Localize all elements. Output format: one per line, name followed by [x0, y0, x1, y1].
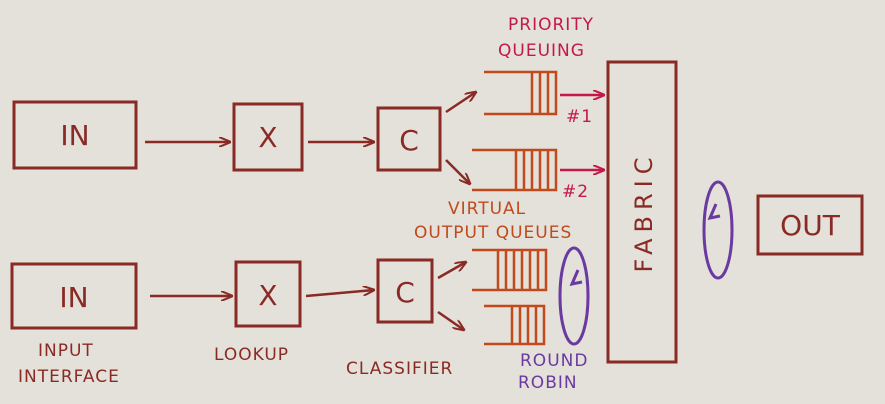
in-box-top-label: IN [60, 119, 89, 152]
priority-queue-1 [484, 70, 558, 116]
in-box-bottom-label: IN [59, 281, 88, 314]
classifier-box-bottom [376, 258, 434, 324]
fabric-label: FABRIC [630, 152, 658, 273]
arrow-classifier-to-voq2 [437, 310, 464, 330]
lookup-box-top-label: X [258, 121, 277, 154]
lookup-box-top [232, 102, 304, 172]
arrow-lookup-to-classifier-bottom [305, 290, 374, 298]
in-box-top [12, 100, 138, 170]
classifier-label: CLASSIFIER [346, 359, 453, 379]
round-robin-icon-right [702, 180, 734, 280]
round-robin-icon-left [558, 246, 590, 346]
queue1-label: #1 [566, 107, 593, 127]
lookup-box-bottom [234, 260, 302, 328]
classifier-box-top [376, 106, 442, 172]
arrow-classifier-to-queue2 [445, 159, 470, 184]
round-robin-label-line2: ROBIN [518, 373, 578, 393]
classifier-box-top-label: C [399, 124, 419, 157]
queue2-label: #2 [562, 182, 589, 202]
classifier-box-bottom-label: C [395, 276, 415, 309]
out-box-label: OUT [780, 209, 841, 242]
voq-label-line1: VIRTUAL [448, 199, 526, 219]
voq-label-line2: OUTPUT QUEUES [414, 223, 572, 243]
lookup-box-bottom-label: X [258, 279, 277, 312]
round-robin-label-line1: ROUND [520, 351, 588, 371]
in-box-bottom [10, 262, 138, 330]
virtual-output-queue-1 [472, 248, 548, 292]
out-box [756, 194, 864, 256]
priority-queuing-label-line1: PRIORITY [508, 15, 594, 35]
priority-queuing-label-line2: QUEUING [498, 41, 585, 61]
virtual-output-queue-2 [484, 304, 546, 346]
fabric-box [606, 60, 678, 364]
arrow-classifier-to-voq1 [437, 262, 466, 280]
input-interface-label-line1: INPUT [38, 341, 94, 361]
priority-queue-2 [472, 148, 558, 192]
input-interface-label-line2: INTERFACE [18, 367, 120, 387]
lookup-label: LOOKUP [214, 345, 289, 365]
arrow-classifier-to-queue1 [445, 92, 476, 114]
